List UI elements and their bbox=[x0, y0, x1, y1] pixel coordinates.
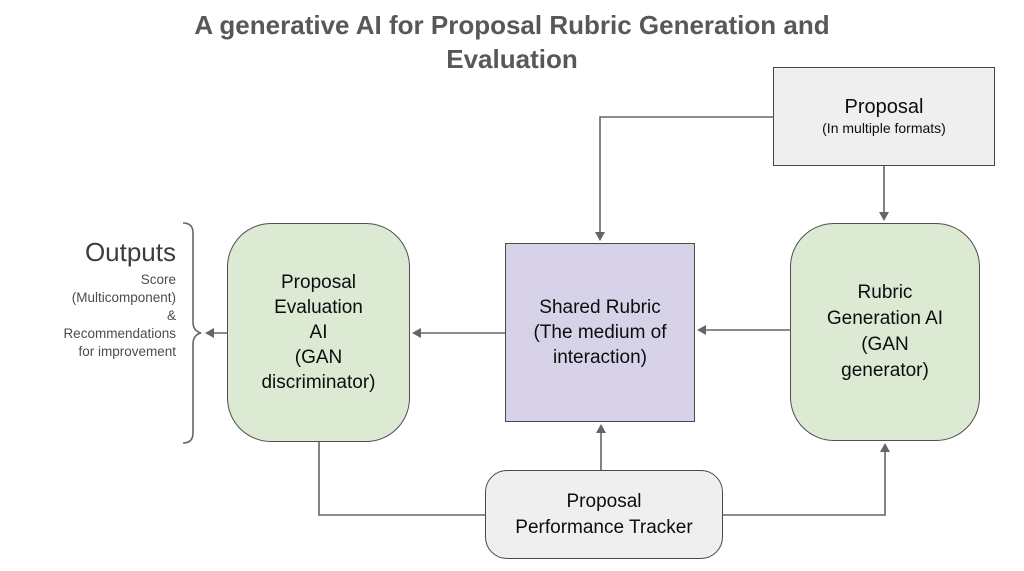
outputs-annotation: Outputs Score (Multicomponent) & Recomme… bbox=[0, 236, 176, 361]
connector-proposal-to-shared-rubric bbox=[595, 116, 773, 241]
node-shared-rubric: Shared Rubric (The medium of interaction… bbox=[505, 243, 695, 422]
outputs-heading: Outputs bbox=[84, 237, 176, 267]
connector-tracker-to-generation-ai bbox=[723, 443, 890, 516]
node-proposal: Proposal (In multiple formats) bbox=[773, 67, 995, 166]
node-performance-tracker: Proposal Performance Tracker bbox=[485, 470, 723, 559]
proposal-subtitle: (In multiple formats) bbox=[822, 120, 946, 136]
outputs-brace bbox=[182, 222, 202, 444]
node-rubric-generation-ai: Rubric Generation AI (GAN generator) bbox=[790, 223, 980, 441]
diagram-title: A generative AI for Proposal Rubric Gene… bbox=[194, 10, 830, 74]
outputs-details: Score (Multicomponent) & Recommendations… bbox=[63, 272, 176, 359]
connector-evaluation-ai-to-tracker bbox=[318, 442, 485, 516]
node-proposal-evaluation-ai: Proposal Evaluation AI (GAN discriminato… bbox=[227, 223, 410, 442]
proposal-title: Proposal bbox=[844, 96, 924, 118]
